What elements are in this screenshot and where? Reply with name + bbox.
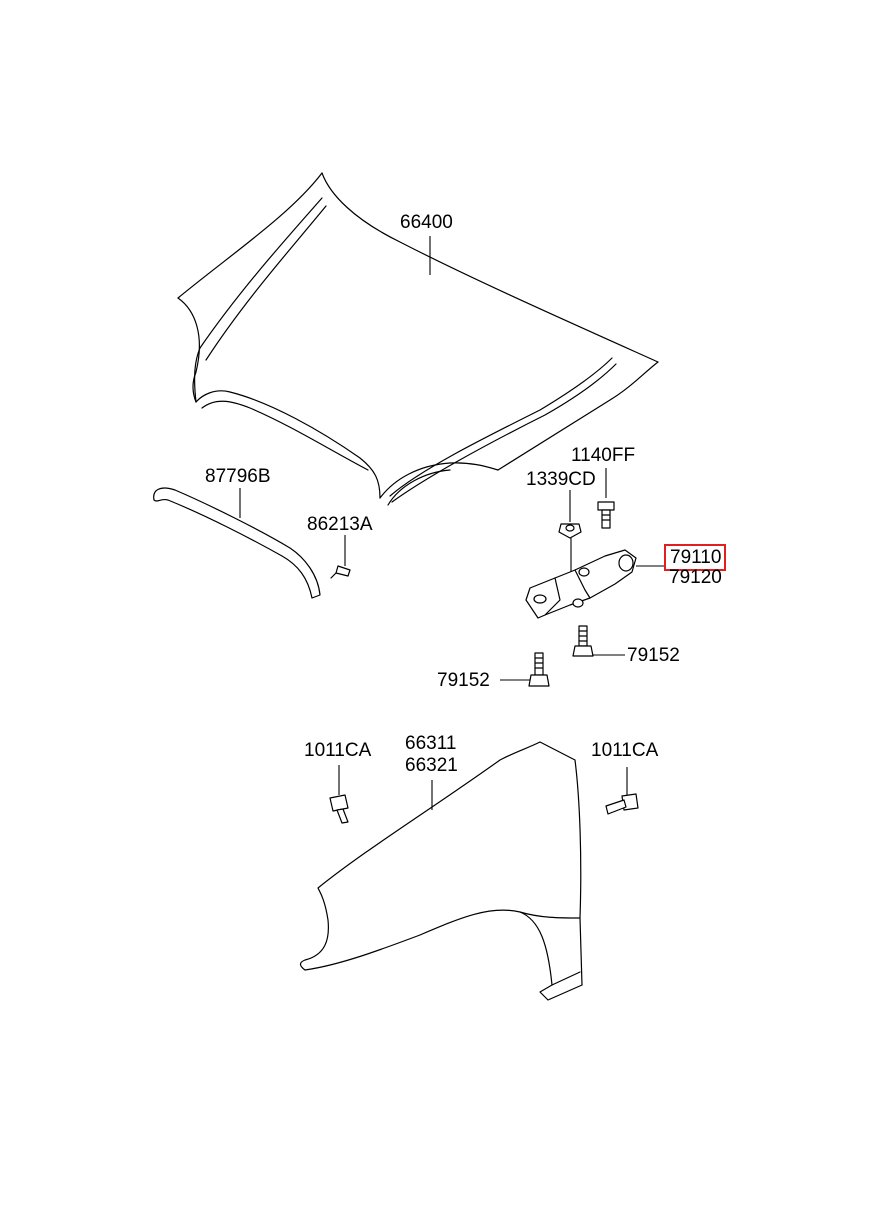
hood-panel[interactable] bbox=[177, 172, 659, 506]
fender-bolt-left[interactable] bbox=[329, 765, 349, 824]
label-1011ca-right[interactable]: 1011CA bbox=[591, 740, 659, 761]
hood-hinge[interactable] bbox=[525, 549, 664, 619]
bolt-1140ff[interactable] bbox=[597, 468, 615, 529]
label-79120[interactable]: 79120 bbox=[669, 567, 722, 588]
clip-86213a[interactable] bbox=[330, 535, 351, 579]
nut-1339cd[interactable] bbox=[558, 490, 582, 575]
label-1140ff[interactable]: 1140FF bbox=[571, 445, 636, 466]
label-87796b[interactable]: 87796B bbox=[205, 466, 271, 487]
label-79152-right[interactable]: 79152 bbox=[627, 645, 680, 666]
label-79152-left[interactable]: 79152 bbox=[437, 670, 490, 691]
label-86213a[interactable]: 86213A bbox=[307, 514, 373, 535]
label-66321[interactable]: 66321 bbox=[405, 755, 458, 776]
label-66311[interactable]: 66311 bbox=[405, 733, 457, 754]
front-fender[interactable] bbox=[299, 741, 583, 1001]
fender-bolt-right[interactable] bbox=[605, 767, 639, 815]
hood-weatherstrip[interactable] bbox=[153, 487, 321, 599]
label-79110-highlighted[interactable]: 79110 bbox=[664, 544, 727, 571]
label-66400[interactable]: 66400 bbox=[400, 212, 453, 233]
hinge-bolt-right[interactable] bbox=[572, 625, 625, 657]
label-1011ca-left[interactable]: 1011CA bbox=[304, 740, 372, 761]
label-1339cd[interactable]: 1339CD bbox=[526, 469, 596, 490]
hinge-bolt-left[interactable] bbox=[500, 652, 550, 687]
